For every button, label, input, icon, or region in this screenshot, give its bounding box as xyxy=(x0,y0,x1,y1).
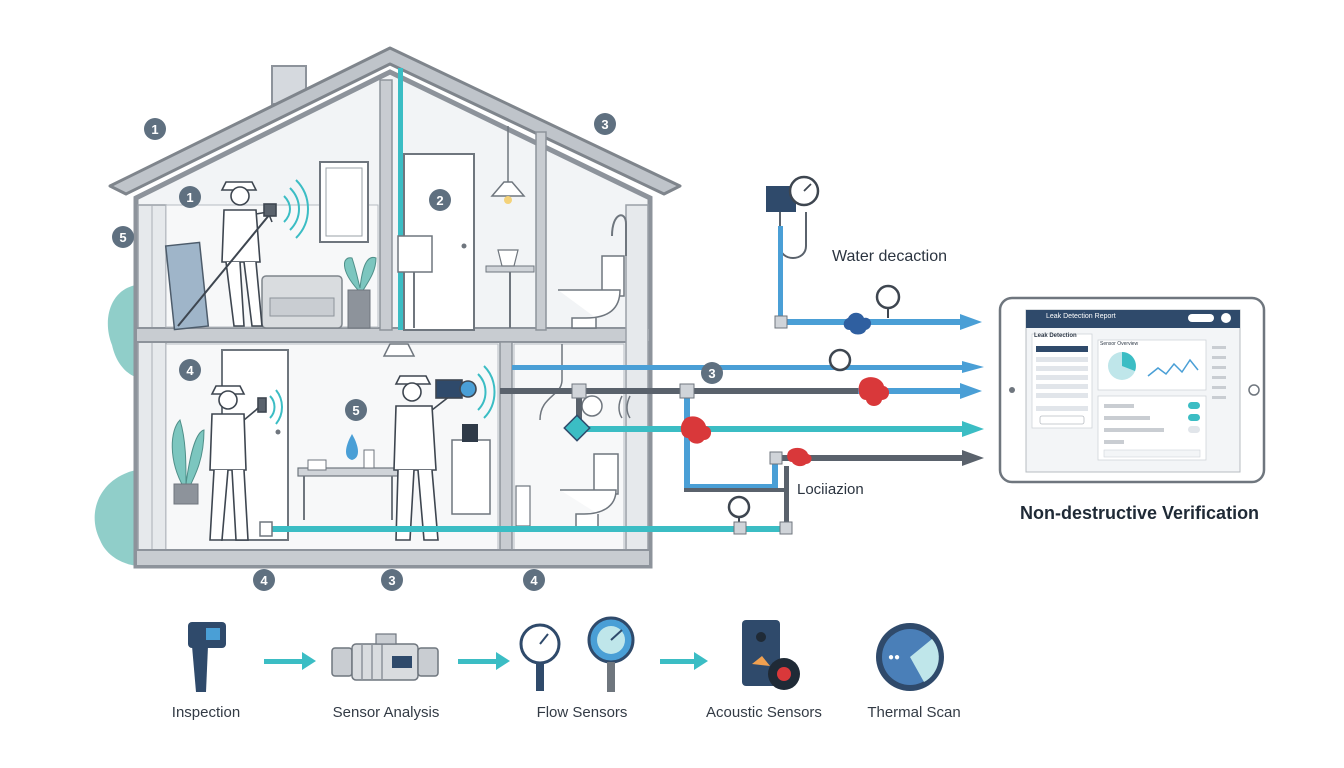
right-column xyxy=(625,204,649,566)
wall-upper-mid xyxy=(379,79,393,331)
thermal-gun-icon xyxy=(188,622,226,692)
window xyxy=(319,161,369,243)
tablet xyxy=(998,296,1266,484)
ground-slab xyxy=(135,549,651,567)
worker-lower-right xyxy=(393,375,477,541)
badge-bottom-left: 4 xyxy=(260,573,268,588)
tablet-header-title: Leak Detection Report xyxy=(1046,313,1116,320)
sensor-module-icon xyxy=(331,633,439,681)
pressure-gauge-icon xyxy=(519,616,635,692)
flow-label-acoustic-sensors: Acoustic Sensors xyxy=(706,704,822,721)
worker-upper xyxy=(177,181,277,327)
plant-upper xyxy=(344,256,377,293)
wall-upper-right xyxy=(535,131,547,331)
flow-label-flow-sensors: Flow Sensors xyxy=(536,704,628,721)
pipe-network xyxy=(259,175,984,537)
process-flow: ●● xyxy=(188,616,944,692)
tablet-panel-title: Sensor Overview xyxy=(1100,341,1139,347)
flow-label-inspection: Inspection xyxy=(171,704,241,721)
flow-label-thermal-scan: Thermal Scan xyxy=(867,704,961,721)
badge-pipe: 3 xyxy=(708,366,715,381)
thermal-scan-icon: ●● xyxy=(876,623,944,691)
shrub-upper xyxy=(107,285,140,378)
riser-pipe xyxy=(398,68,403,330)
shrub-lower xyxy=(94,470,140,566)
localization-label: Lociiazion xyxy=(797,481,864,498)
water-detection-label: Water decaction xyxy=(832,248,948,265)
house xyxy=(94,46,682,569)
badge-roof-left: 1 xyxy=(151,122,158,137)
worker-lower-left xyxy=(209,385,267,541)
tablet-header xyxy=(1026,310,1240,328)
badge-down-middle: 5 xyxy=(352,403,359,418)
badge-bottom-middle: 3 xyxy=(388,573,395,588)
roof xyxy=(108,46,682,196)
number-badges: 1 3 1 2 5 4 5 3 4 3 4 xyxy=(112,113,723,591)
wall-lower-right xyxy=(499,341,513,553)
badge-bottom-right: 4 xyxy=(530,573,538,588)
badge-down-left: 4 xyxy=(186,363,194,378)
badge-upstairs-room: 2 xyxy=(436,193,443,208)
svg-text:●●: ●● xyxy=(888,652,900,663)
badge-upstairs-worker: 1 xyxy=(186,190,193,205)
verification-label: Non-destructive Verification xyxy=(1020,503,1260,523)
flow-label-sensor-analysis: Sensor Analysis xyxy=(332,704,440,721)
acoustic-sensor-icon xyxy=(742,620,800,690)
badge-roof-right: 3 xyxy=(601,117,608,132)
floor-slab xyxy=(135,327,651,343)
badge-left-wall: 5 xyxy=(119,230,126,245)
tablet-sidebar-title: Leak Detection xyxy=(1034,333,1077,339)
